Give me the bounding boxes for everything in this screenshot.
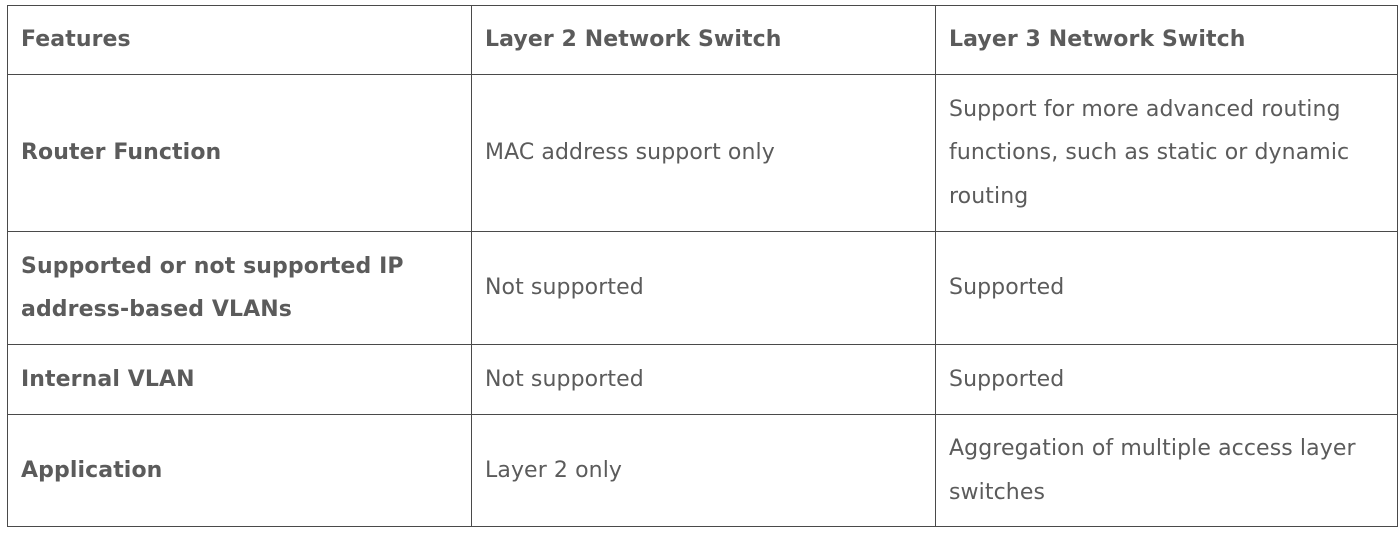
feature-cell: Router Function <box>7 74 472 232</box>
feature-cell: Internal VLAN <box>7 344 472 415</box>
layer3-cell: Support for more advanced routing functi… <box>935 74 1398 232</box>
header-layer3: Layer 3 Network Switch <box>935 5 1398 75</box>
layer3-cell: Supported <box>935 344 1398 415</box>
table-row: Router Function MAC address support only… <box>7 74 1398 232</box>
comparison-table: Features Layer 2 Network Switch Layer 3 … <box>7 5 1398 527</box>
layer2-cell: Not supported <box>471 231 936 345</box>
layer2-cell: Not supported <box>471 344 936 415</box>
table-row: Internal VLAN Not supported Supported <box>7 344 1398 415</box>
layer2-cell: MAC address support only <box>471 74 936 232</box>
header-features: Features <box>7 5 472 75</box>
table-row: Application Layer 2 only Aggregation of … <box>7 414 1398 527</box>
feature-cell: Supported or not supported IP address-ba… <box>7 231 472 345</box>
header-layer2: Layer 2 Network Switch <box>471 5 936 75</box>
table-header-row: Features Layer 2 Network Switch Layer 3 … <box>7 5 1398 75</box>
layer3-cell: Supported <box>935 231 1398 345</box>
table-row: Supported or not supported IP address-ba… <box>7 231 1398 345</box>
feature-cell: Application <box>7 414 472 527</box>
layer3-cell: Aggregation of multiple access layer swi… <box>935 414 1398 527</box>
layer2-cell: Layer 2 only <box>471 414 936 527</box>
